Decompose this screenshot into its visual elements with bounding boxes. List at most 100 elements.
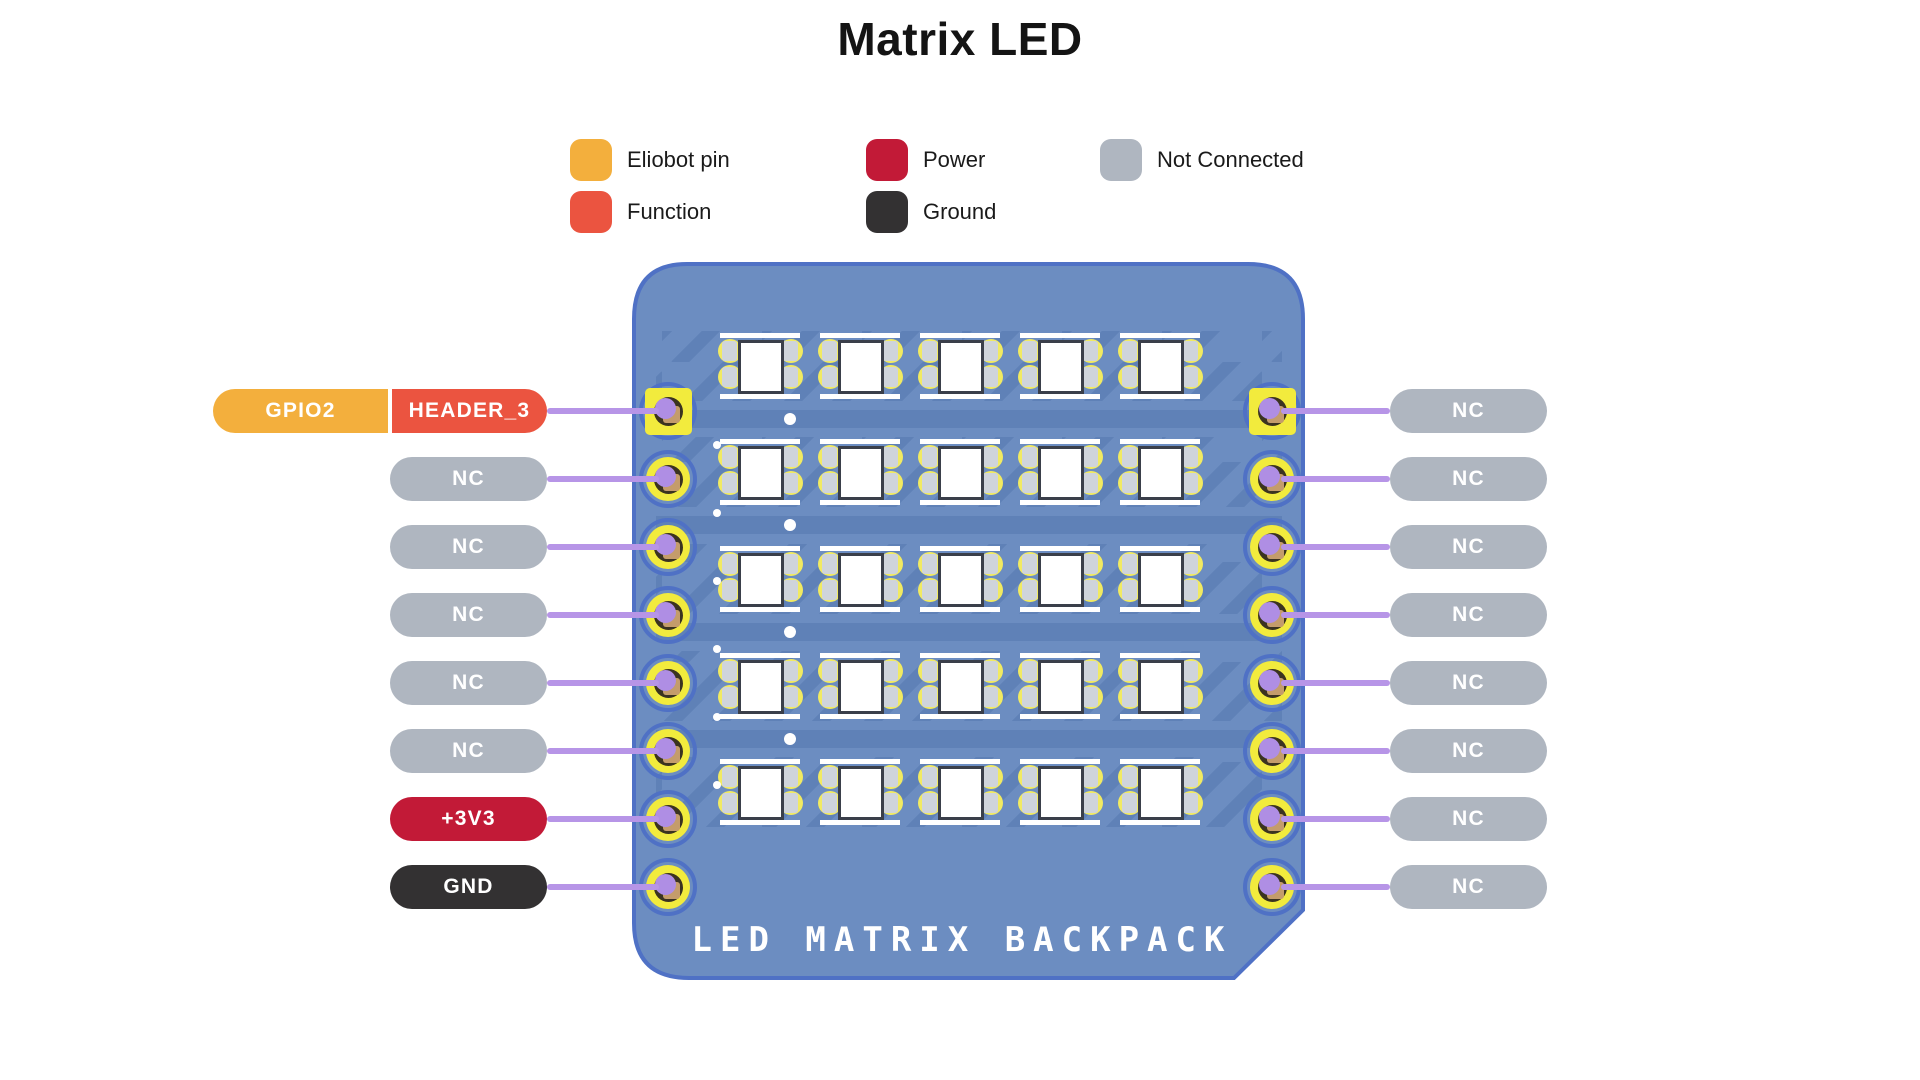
led-pad xyxy=(822,793,837,813)
pin-wire xyxy=(547,748,659,754)
legend-swatch-power xyxy=(866,139,908,181)
led-body xyxy=(1038,660,1084,714)
pin-wire xyxy=(547,544,659,550)
led-cell xyxy=(1018,546,1103,612)
legend-column: Not Connected xyxy=(1100,139,1304,181)
led-body xyxy=(1038,766,1084,820)
led-cell xyxy=(1118,653,1203,719)
led-silkscreen-bar xyxy=(820,820,900,825)
pad-wire-dot xyxy=(654,601,676,623)
led-pad xyxy=(922,580,937,600)
led-pad xyxy=(783,580,798,600)
led-pad xyxy=(783,447,798,467)
led-cell xyxy=(1118,759,1203,825)
pad-wire-dot xyxy=(654,805,676,827)
led-body xyxy=(738,340,784,394)
led-body xyxy=(738,553,784,607)
header-pad xyxy=(1250,661,1294,705)
pin-label-+3v3: +3V3 xyxy=(390,797,547,841)
led-silkscreen-bar xyxy=(1020,607,1100,612)
led-silkscreen-bar xyxy=(820,714,900,719)
led-pad xyxy=(883,367,898,387)
led-pad xyxy=(822,554,837,574)
led-silkscreen-bar xyxy=(920,333,1000,338)
led-pad xyxy=(1122,580,1137,600)
silkscreen-dot xyxy=(713,441,721,449)
led-pad xyxy=(883,580,898,600)
led-pad xyxy=(1083,447,1098,467)
legend-label: Eliobot pin xyxy=(627,147,730,172)
led-silkscreen-bar xyxy=(1120,820,1200,825)
led-cell xyxy=(1018,439,1103,505)
led-pad xyxy=(1022,687,1037,707)
pin-wire xyxy=(547,680,659,686)
led-pad xyxy=(1122,793,1137,813)
led-pad xyxy=(722,473,737,493)
pin-label-right-nc: NC xyxy=(1390,797,1547,841)
led-cell xyxy=(818,653,903,719)
led-body xyxy=(1038,340,1084,394)
led-silkscreen-bar xyxy=(920,546,1000,551)
legend-label: Function xyxy=(627,199,712,224)
legend-label: Not Connected xyxy=(1157,147,1304,172)
led-pad xyxy=(883,767,898,787)
led-silkscreen-bar xyxy=(920,607,1000,612)
led-silkscreen-bar xyxy=(1020,759,1100,764)
led-cell xyxy=(918,546,1003,612)
pin-wire xyxy=(1281,476,1390,482)
led-pad xyxy=(883,447,898,467)
led-pad xyxy=(1183,661,1198,681)
led-cell xyxy=(718,759,803,825)
led-pad xyxy=(783,341,798,361)
led-pad xyxy=(922,661,937,681)
led-silkscreen-bar xyxy=(720,714,800,719)
led-pad xyxy=(1022,793,1037,813)
legend-swatch-function xyxy=(570,191,612,233)
led-silkscreen-bar xyxy=(1020,653,1100,658)
led-body xyxy=(738,660,784,714)
led-silkscreen-bar xyxy=(1120,333,1200,338)
led-body xyxy=(1138,660,1184,714)
led-pad xyxy=(983,341,998,361)
led-silkscreen-bar xyxy=(820,333,900,338)
pin-label-gpio2: GPIO2 xyxy=(213,389,388,433)
led-pad xyxy=(1083,793,1098,813)
led-cell xyxy=(1118,333,1203,399)
led-pad xyxy=(1022,341,1037,361)
led-pad xyxy=(983,447,998,467)
led-silkscreen-bar xyxy=(1120,759,1200,764)
led-pad xyxy=(822,687,837,707)
led-silkscreen-bar xyxy=(1120,653,1200,658)
led-pad xyxy=(1122,661,1137,681)
led-silkscreen-bar xyxy=(720,394,800,399)
pin-label-right-nc: NC xyxy=(1390,593,1547,637)
pin-wire xyxy=(1281,816,1390,822)
pad-wire-dot xyxy=(1258,397,1280,419)
led-pad xyxy=(1122,447,1137,467)
led-silkscreen-bar xyxy=(720,653,800,658)
led-silkscreen-bar xyxy=(1120,607,1200,612)
pin-label-nc: NC xyxy=(390,525,547,569)
led-pad xyxy=(1183,447,1198,467)
led-body xyxy=(938,660,984,714)
led-silkscreen-bar xyxy=(1020,820,1100,825)
led-pad xyxy=(722,687,737,707)
silkscreen-dot xyxy=(784,733,796,745)
led-pad xyxy=(1022,767,1037,787)
led-pad xyxy=(1022,447,1037,467)
led-pad xyxy=(722,554,737,574)
pin-wire xyxy=(547,612,659,618)
led-silkscreen-bar xyxy=(920,500,1000,505)
led-silkscreen-bar xyxy=(820,394,900,399)
led-pad xyxy=(1022,580,1037,600)
led-pad xyxy=(722,341,737,361)
led-pad xyxy=(1122,767,1137,787)
led-pad xyxy=(983,687,998,707)
led-pad xyxy=(1122,341,1137,361)
led-silkscreen-bar xyxy=(920,653,1000,658)
pin-label-right-nc: NC xyxy=(1390,457,1547,501)
pin-label-right-nc: NC xyxy=(1390,661,1547,705)
led-silkscreen-bar xyxy=(1020,333,1100,338)
led-pad xyxy=(1122,367,1137,387)
